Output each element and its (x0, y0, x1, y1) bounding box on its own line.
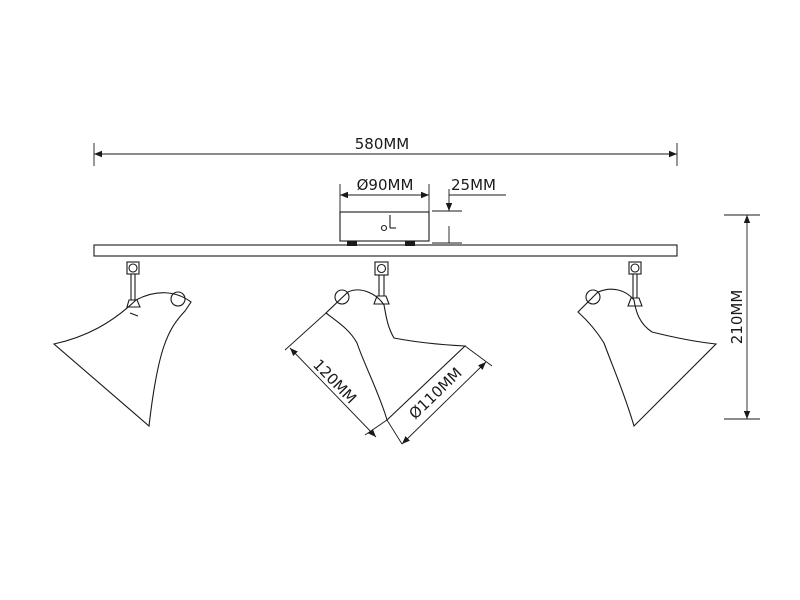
width-dimension-label: 580MM (355, 135, 410, 153)
mounting-bar (93, 244, 678, 257)
spotlight-right (577, 261, 718, 428)
canopy-diameter-dimension: Ø90MM (339, 176, 430, 212)
spotlight-center (325, 261, 467, 422)
spotlight-left (52, 261, 192, 428)
width-dimension: 580MM (93, 135, 678, 166)
canopy-diameter-label: Ø90MM (357, 176, 414, 194)
shade-length-dimension: 120MM (284, 312, 388, 438)
shade-length-label: 120MM (309, 356, 360, 408)
ceiling-canopy (339, 211, 430, 246)
canopy-height-label: 25MM (451, 176, 496, 194)
height-dimension-label: 210MM (728, 290, 746, 345)
shade-diameter-dimension: Ø110MM (386, 345, 493, 445)
height-dimension: 210MM (724, 214, 760, 420)
canopy-height-dimension: 25MM (432, 176, 506, 244)
